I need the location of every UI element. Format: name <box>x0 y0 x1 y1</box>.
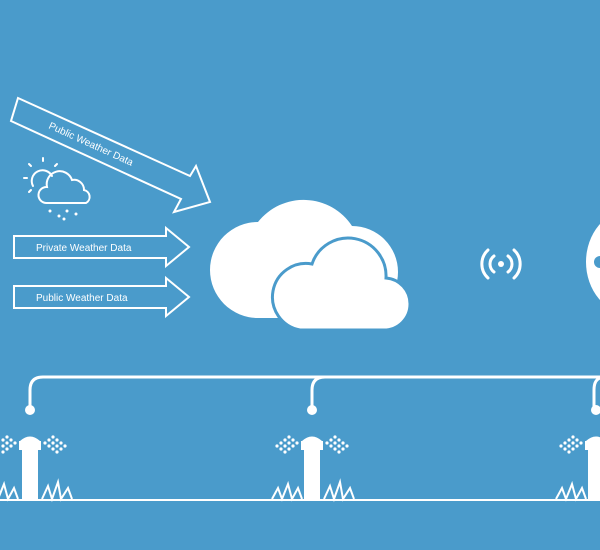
input-arrow-private: Private Weather Data <box>13 225 191 269</box>
controller-icon <box>586 223 600 301</box>
input-arrow-public-diagonal: Public Weather Data <box>9 96 212 214</box>
input-arrow-label: Public Weather Data <box>36 293 128 304</box>
input-arrow-label: Private Weather Data <box>36 243 132 254</box>
cloud-icon <box>210 199 412 332</box>
input-arrow-public: Public Weather Data <box>13 275 191 319</box>
sprinkler-icon <box>555 435 600 502</box>
wireless-signal-icon <box>480 248 522 280</box>
pipe-network <box>25 375 600 415</box>
weather-icon <box>23 157 91 221</box>
sprinkler-icon <box>271 435 355 503</box>
sprinkler-icon <box>0 435 73 503</box>
